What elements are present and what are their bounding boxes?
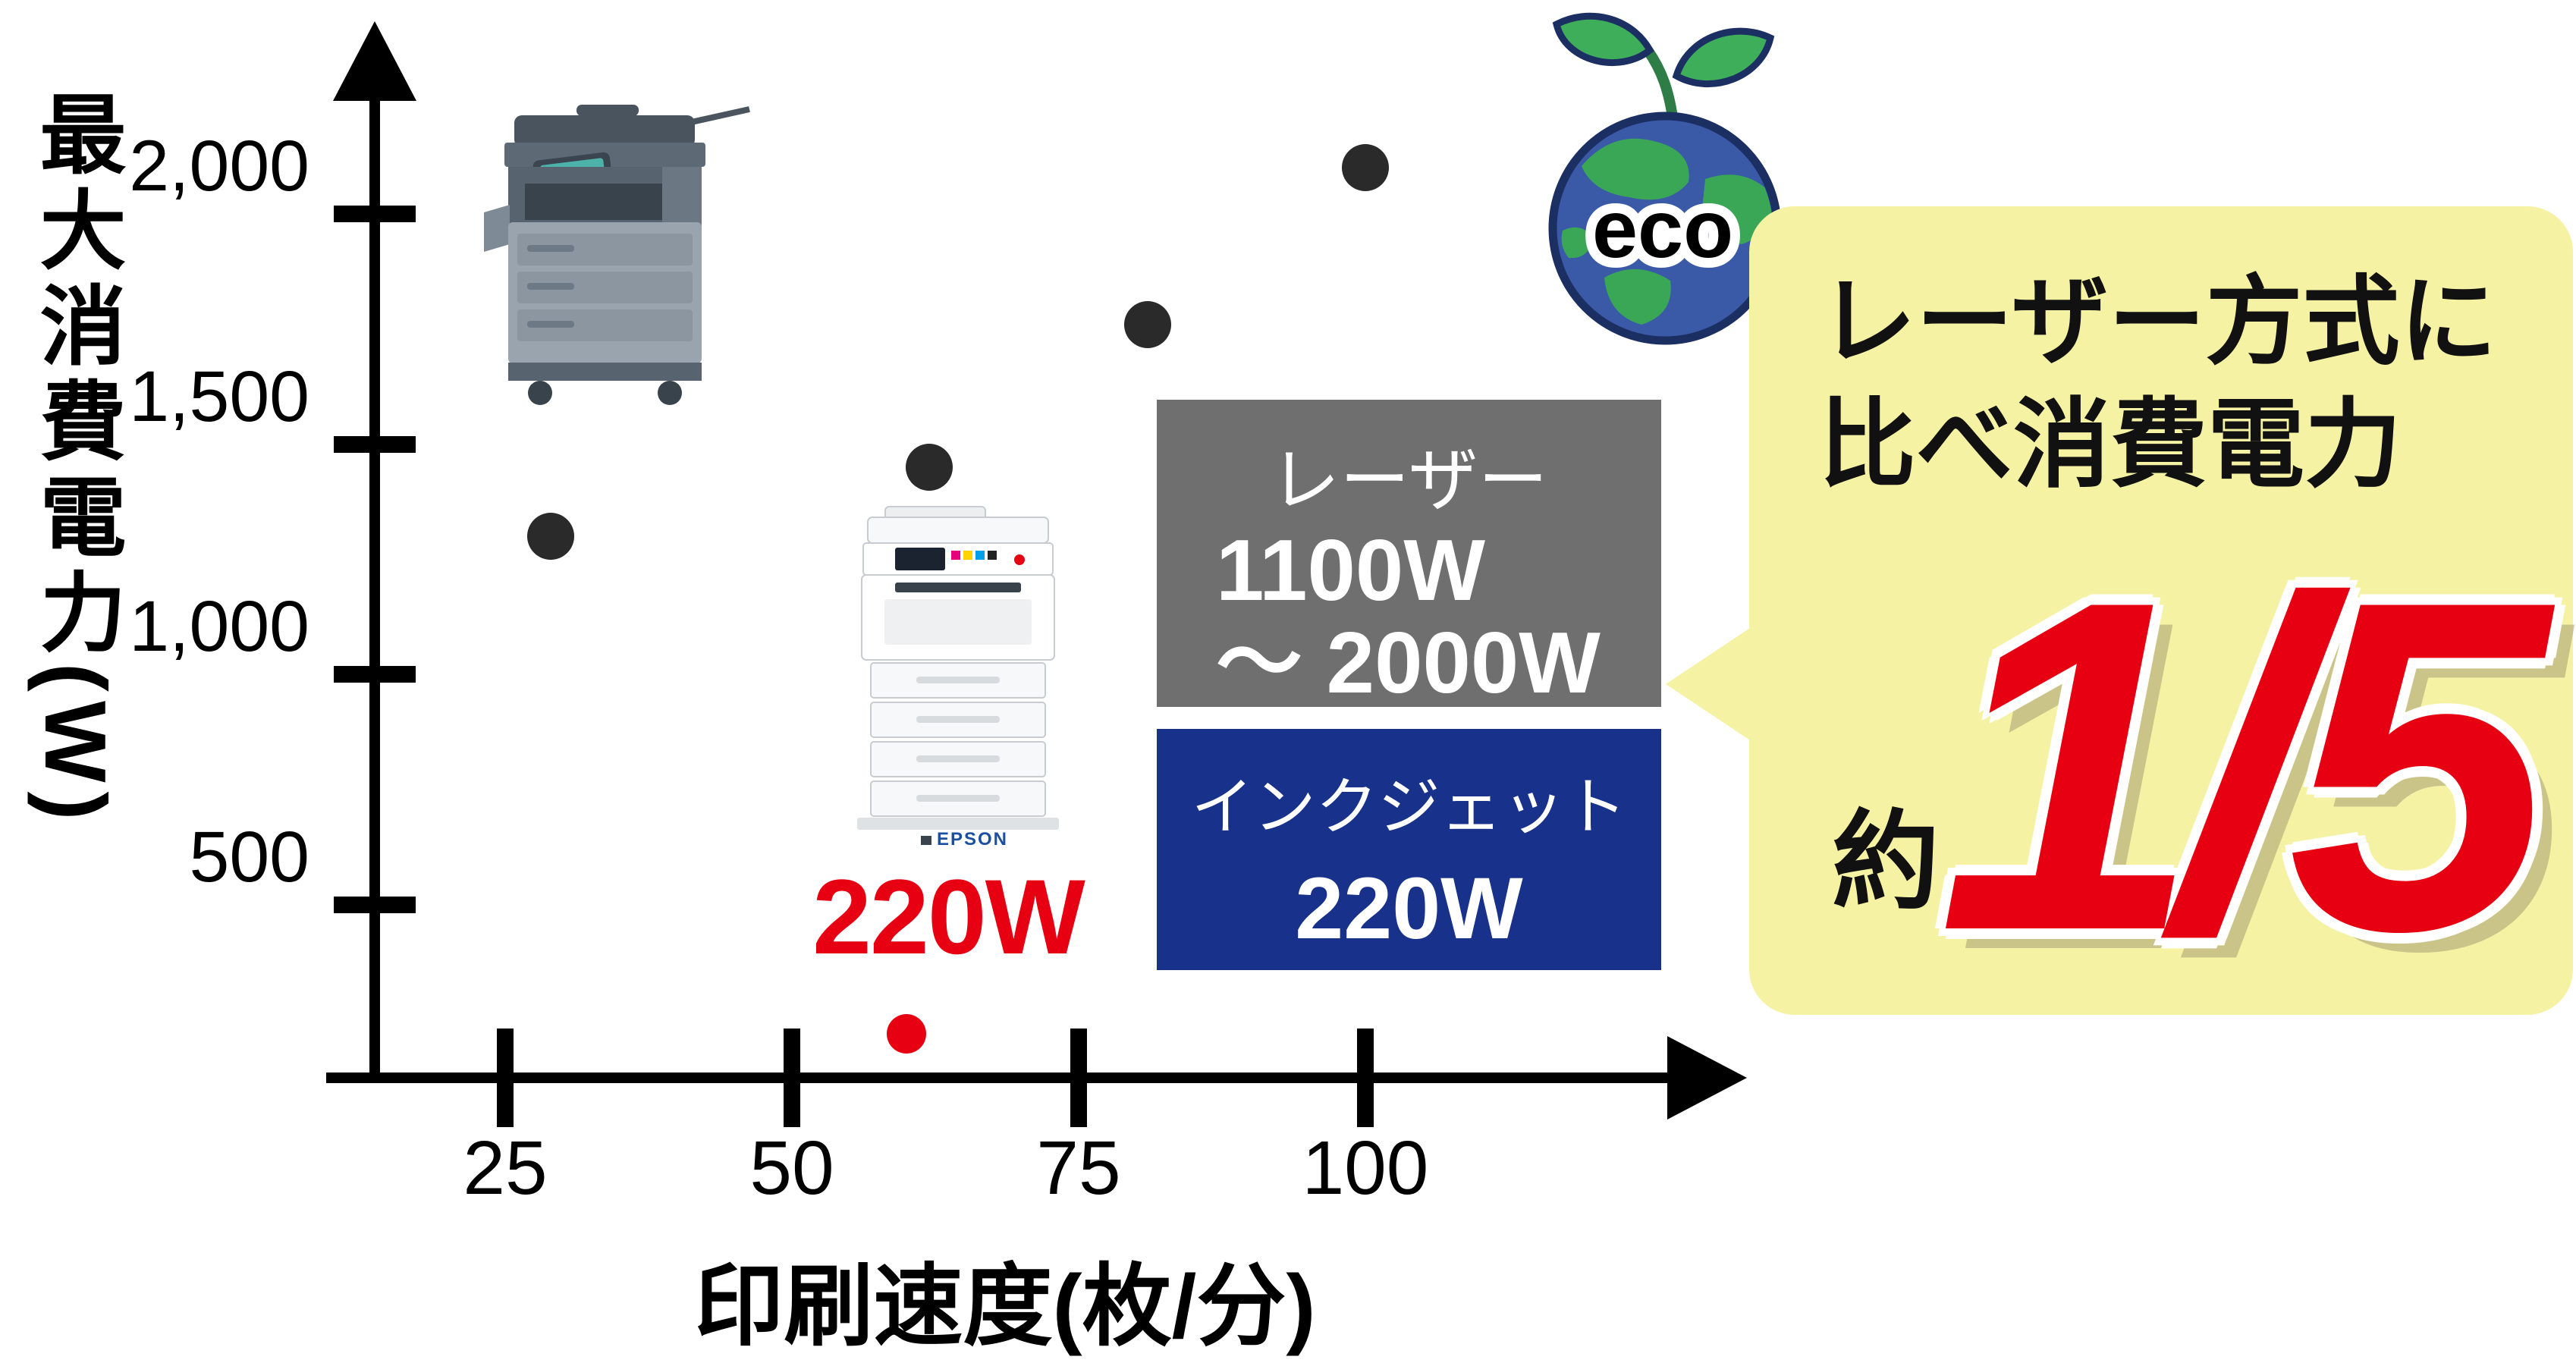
inkjet-legend-box: インクジェット 220W xyxy=(1157,729,1661,970)
x-tick-mark-25 xyxy=(497,1029,514,1127)
inkjet-box-watt: 220W xyxy=(1295,860,1523,957)
callout-text-line2: 比べ消費電力 xyxy=(1819,391,2402,499)
eco-badge-label: eco xyxy=(1592,183,1733,275)
laser-data-point xyxy=(1342,144,1389,192)
laser-box-watt-max: 〜 2000W xyxy=(1216,615,1601,711)
x-tick-mark-50 xyxy=(784,1029,800,1127)
y-tick-label-1000: 1,000 xyxy=(129,586,309,667)
x-axis-title: 印刷速度(枚/分) xyxy=(694,1257,1316,1357)
x-axis-line xyxy=(326,1072,1669,1083)
x-tick-mark-100 xyxy=(1357,1029,1374,1127)
y-tick-mark-2000 xyxy=(334,206,416,222)
leaf-icon xyxy=(1552,12,1654,67)
inkjet-printer-illustration: EPSON xyxy=(857,506,1059,850)
inkjet-data-point xyxy=(887,1014,927,1054)
x-tick-mark-75 xyxy=(1070,1029,1087,1127)
caster-wheel xyxy=(528,381,552,405)
y-tick-mark-1000 xyxy=(334,666,416,683)
laser-legend-box: レーザー 1100W 〜 2000W xyxy=(1157,400,1661,711)
y-axis-arrow-icon xyxy=(333,21,416,101)
callout-fraction: 1/5 xyxy=(1938,504,2549,1029)
laser-box-watt-min: 1100W xyxy=(1216,523,1485,619)
printer-screen xyxy=(895,548,945,570)
x-axis-arrow-icon xyxy=(1667,1036,1747,1120)
x-tick-label-100: 100 xyxy=(1302,1126,1429,1211)
leaf-icon xyxy=(1672,27,1775,88)
y-tick-label-2000: 2,000 xyxy=(129,126,309,206)
power-button xyxy=(1014,554,1025,565)
callout-text-line1: レーザー方式に xyxy=(1819,268,2497,376)
x-tick-label-75: 75 xyxy=(1036,1126,1121,1211)
x-tick-label-50: 50 xyxy=(749,1126,834,1211)
laser-data-point xyxy=(906,444,953,491)
laser-data-point xyxy=(527,513,575,561)
laser-copier-illustration xyxy=(484,105,750,405)
callout-tail xyxy=(1666,623,1757,745)
printer-brand-label: EPSON xyxy=(937,829,1008,850)
side-tray xyxy=(484,205,510,252)
callout-approx-label: 約 xyxy=(1832,802,1940,922)
y-tick-label-500: 500 xyxy=(189,817,309,897)
paper-drawers xyxy=(517,234,693,341)
y-axis-title: 最大消費電力(W) xyxy=(27,90,123,830)
x-tick-label-25: 25 xyxy=(463,1126,548,1211)
ink-indicator-icons xyxy=(951,551,997,560)
paper-drawers xyxy=(870,662,1046,817)
y-tick-mark-1500 xyxy=(334,436,416,453)
y-tick-label-1500: 1,500 xyxy=(129,356,309,437)
y-axis-line xyxy=(369,95,380,1083)
output-slot xyxy=(895,583,1021,592)
caster-wheel xyxy=(658,381,682,405)
globe-continents xyxy=(1561,138,1773,325)
y-tick-mark-500 xyxy=(334,897,416,913)
inkjet-watt-label: 220W xyxy=(812,857,1085,976)
inkjet-box-title: インクジェット xyxy=(1191,773,1627,842)
laser-box-title: レーザー xyxy=(1270,442,1548,520)
callout-bubble xyxy=(1749,206,2573,1015)
laser-data-point xyxy=(1123,300,1171,348)
